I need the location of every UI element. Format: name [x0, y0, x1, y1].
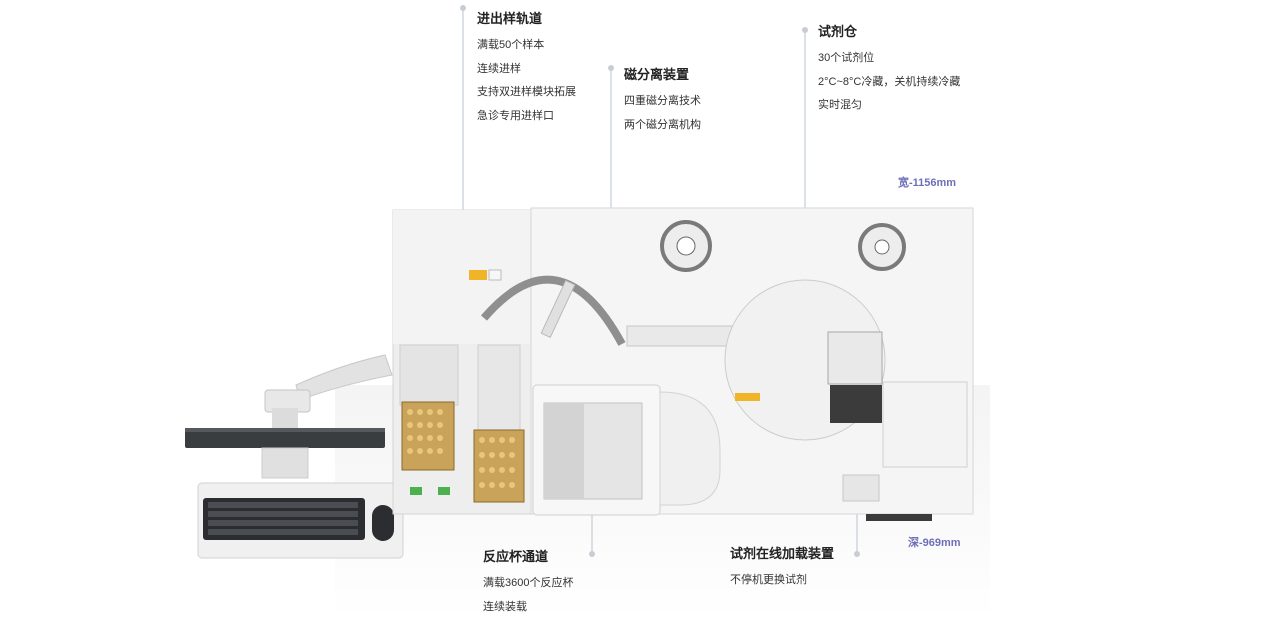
mouse — [372, 505, 394, 541]
callout-line: 支持双进样模块拓展 — [477, 86, 576, 98]
callout-line: 满载50个样本 — [477, 39, 545, 51]
callout-title: 进出样轨道 — [477, 11, 543, 26]
callout-line: 满载3600个反应杯 — [483, 577, 574, 589]
callout-line: 两个磁分离机构 — [624, 118, 701, 131]
leader-dot-online-loading — [854, 551, 860, 557]
callout-title: 反应杯通道 — [483, 549, 549, 564]
monitor — [185, 428, 385, 448]
callout-sample-track: 进出样轨道 满载50个样本 连续进样 支持双进样模块拓展 急诊专用进样口 — [477, 10, 576, 128]
callout-title: 试剂在线加载装置 — [730, 546, 835, 561]
callout-line: 急诊专用进样口 — [477, 109, 554, 122]
leader-dot-cuvette — [589, 551, 595, 557]
callout-title: 试剂仓 — [818, 24, 858, 39]
callout-magnetic: 磁分离装置 四重磁分离技术 两个磁分离机构 — [624, 66, 701, 137]
callout-line: 连续进样 — [477, 62, 521, 75]
callout-line: 不停机更换试剂 — [730, 574, 807, 586]
callout-reagent: 试剂仓 30个试剂位 2°C~8°C冷藏，关机持续冷藏 实时混匀 — [818, 23, 960, 118]
callout-line: 连续装载 — [483, 600, 527, 613]
leader-dot-reagent — [802, 27, 808, 33]
callout-line: 30个试剂位 — [818, 52, 875, 64]
monitor-arm — [185, 354, 404, 559]
sample-module — [392, 209, 532, 515]
main-body — [480, 207, 974, 521]
track-arm — [480, 275, 626, 346]
callout-title: 磁分离装置 — [624, 67, 690, 82]
width-dimension: 宽-1156mm — [898, 177, 957, 189]
callout-line: 实时混匀 — [818, 99, 862, 111]
callout-line: 四重磁分离技术 — [624, 95, 701, 107]
leader-dot-magnetic — [608, 65, 614, 71]
callout-line: 2°C~8°C冷藏，关机持续冷藏 — [818, 75, 961, 88]
depth-dimension: 深-969mm — [908, 537, 961, 549]
callout-online-loading: 试剂在线加载装置 不停机更换试剂 — [730, 545, 834, 593]
leader-dot-sample-track — [460, 5, 466, 11]
callout-cuvette: 反应杯通道 满载3600个反应杯 连续装载 — [483, 548, 573, 619]
